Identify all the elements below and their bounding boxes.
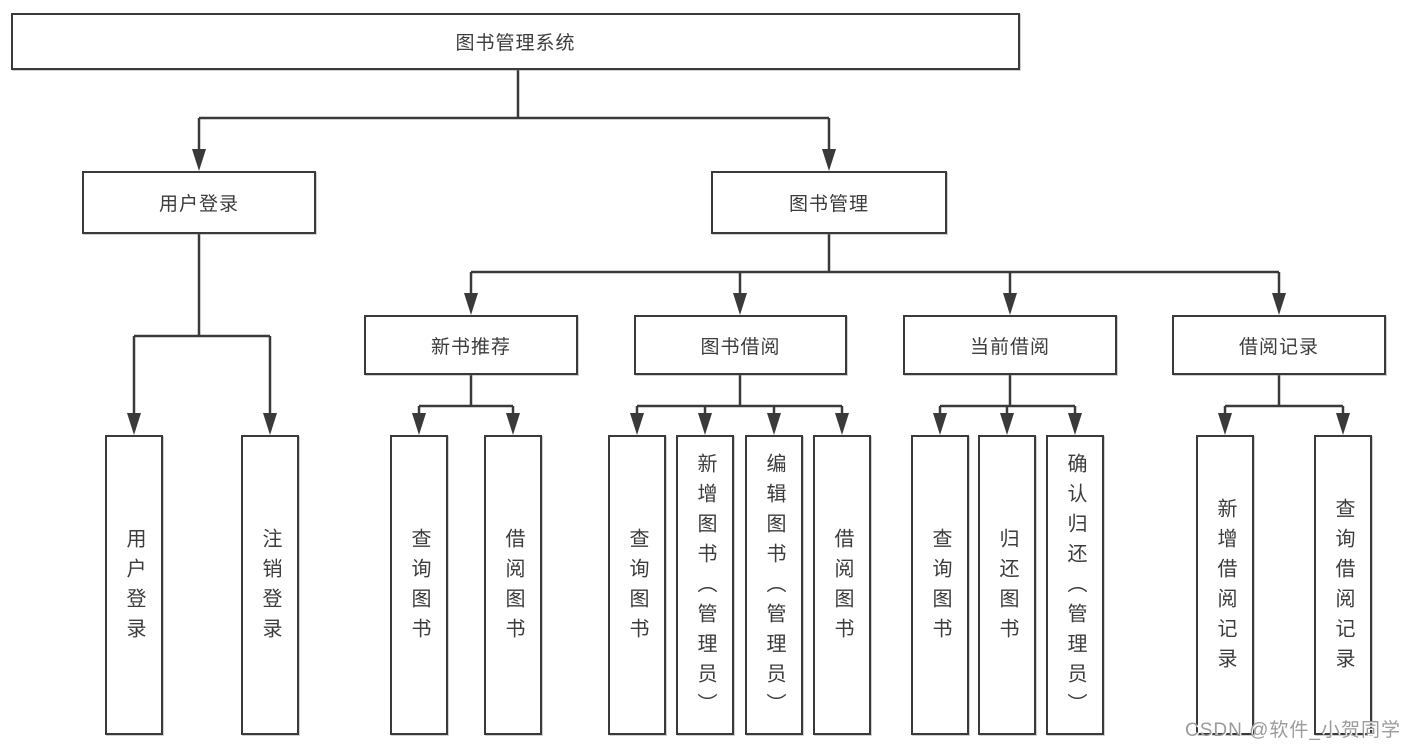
node-root: 图书管理系统 [11, 13, 1020, 70]
leaf-add-book-admin: 新增图书（管理员） [676, 435, 734, 735]
node-user-login: 用户登录 [82, 171, 316, 234]
leaf-query-book-2: 查询图书 [608, 435, 666, 735]
leaf-logout: 注销登录 [241, 435, 299, 735]
leaf-confirm-return-admin: 确认归还（管理员） [1046, 435, 1104, 735]
node-book-management: 图书管理 [711, 171, 947, 234]
node-new-book-recommendation: 新书推荐 [364, 315, 578, 375]
leaf-add-borrow-record: 新增借阅记录 [1196, 435, 1254, 735]
arrowheads [127, 149, 1350, 435]
node-current-borrowing: 当前借阅 [903, 315, 1117, 375]
leaf-query-book-3: 查询图书 [911, 435, 969, 735]
watermark: CSDN @软件_小贺同学 [1185, 720, 1401, 741]
leaf-borrow-book-2: 借阅图书 [813, 435, 871, 735]
leaf-edit-book-admin: 编辑图书（管理员） [745, 435, 803, 735]
node-book-borrowing: 图书借阅 [634, 315, 847, 375]
node-borrowing-records: 借阅记录 [1172, 315, 1386, 375]
leaf-query-borrow-record: 查询借阅记录 [1314, 435, 1372, 735]
leaf-return-book: 归还图书 [978, 435, 1036, 735]
leaf-query-book-1: 查询图书 [390, 435, 448, 735]
leaf-user-login: 用户登录 [105, 435, 163, 735]
leaf-borrow-book-1: 借阅图书 [484, 435, 542, 735]
